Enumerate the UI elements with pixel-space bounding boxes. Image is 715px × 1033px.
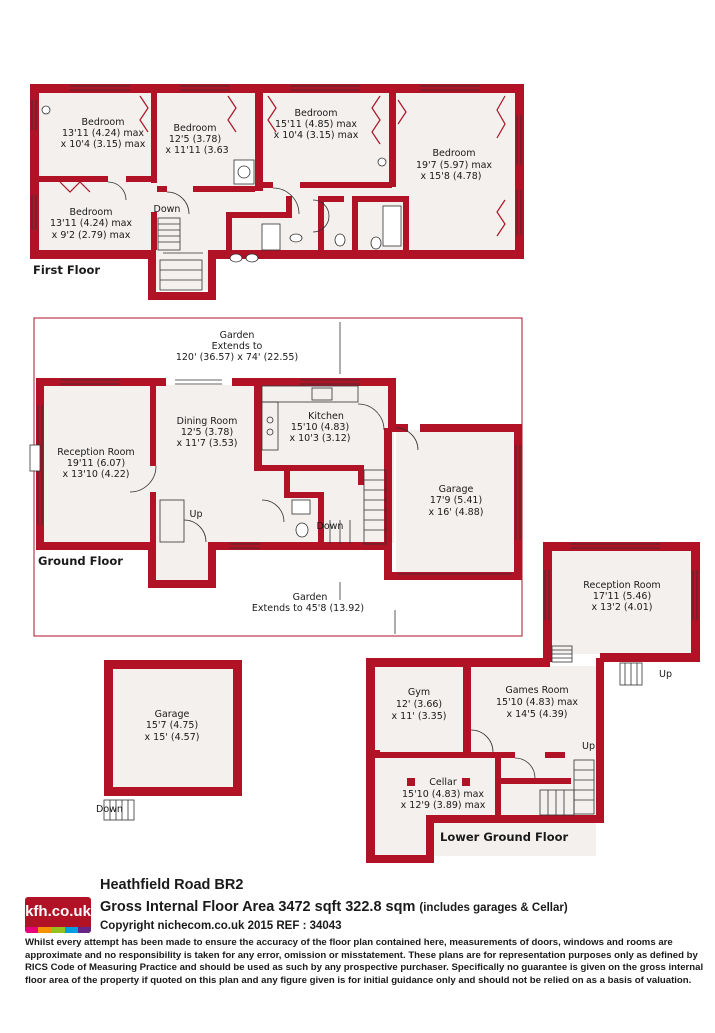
logo-stripe-2	[38, 927, 52, 933]
lg-games-dim1: 15'10 (4.83) max	[496, 697, 578, 708]
lower-ground-floor	[366, 542, 700, 863]
lg-cellar-name: Cellar	[429, 777, 457, 788]
ground-floor	[29, 317, 523, 637]
ob-down-label: Down	[96, 804, 123, 815]
gf-reception-dim1: 19'11 (6.07)	[67, 458, 125, 469]
floor-plan: Bedroom 13'11 (4.24) max x 10'4 (3.15) m…	[29, 84, 700, 863]
lg-reception-dim2: x 13'2 (4.01)	[592, 602, 653, 613]
logo-stripe-4	[64, 927, 78, 933]
logo-text: kfh.co.uk	[25, 903, 91, 920]
gross-area-note: (includes garages & Cellar)	[419, 902, 568, 914]
outbuilding-garage	[103, 660, 242, 821]
gf-kitchen-name: Kitchen	[308, 411, 344, 422]
gf-up-label: Up	[190, 509, 203, 520]
logo-stripe-5	[77, 927, 91, 933]
ff-bedroom-1-dim1: 13'11 (4.24) max	[62, 128, 144, 139]
lg-up-label-2: Up	[582, 741, 595, 752]
gf-garage-dim1: 17'9 (5.41)	[430, 495, 482, 506]
ff-down-label: Down	[154, 204, 181, 215]
ob-garage-name: Garage	[155, 709, 190, 720]
gf-kitchen-dim2: x 10'3 (3.12)	[290, 433, 351, 444]
property-address: Heathfield Road BR2	[100, 877, 244, 893]
kfh-logo: kfh.co.uk	[25, 897, 91, 933]
lg-gym-name: Gym	[408, 687, 430, 698]
garden-rear-line3: 120' (36.57) x 74' (22.55)	[176, 352, 298, 363]
garden-front-line1: Garden	[293, 592, 328, 603]
ff-bedroom-5-name: Bedroom	[70, 207, 113, 218]
ff-bedroom-3-dim1: 15'11 (4.85) max	[275, 119, 357, 130]
gf-reception-name: Reception Room	[57, 447, 134, 458]
first-floor-label: First Floor	[33, 263, 100, 277]
gf-dining-name: Dining Room	[177, 416, 238, 427]
garden-rear-line2: Extends to	[212, 341, 263, 352]
ff-bedroom-4-dim2: x 15'8 (4.78)	[421, 171, 482, 182]
lg-cellar-dim2: x 12'9 (3.89) max	[401, 800, 486, 811]
garden-front-line2: Extends to 45'8 (13.92)	[252, 603, 364, 614]
gf-garage-dim2: x 16' (4.88)	[429, 507, 484, 518]
lg-reception-name: Reception Room	[583, 580, 660, 591]
ff-bedroom-1-name: Bedroom	[82, 117, 125, 128]
ob-garage-dim2: x 15' (4.57)	[145, 732, 200, 743]
ground-floor-label: Ground Floor	[38, 554, 123, 568]
lg-gym-dim1: 12' (3.66)	[396, 699, 442, 710]
gf-down-label: Down	[317, 521, 344, 532]
ff-bedroom-4-name: Bedroom	[433, 148, 476, 159]
ff-bedroom-4-dim1: 19'7 (5.97) max	[416, 160, 492, 171]
lg-games-dim2: x 14'5 (4.39)	[507, 709, 568, 720]
ff-bedroom-5-dim2: x 9'2 (2.79) max	[52, 230, 131, 241]
ff-bedroom-2-name: Bedroom	[174, 123, 217, 134]
gf-dining-dim1: 12'5 (3.78)	[181, 427, 233, 438]
ff-bedroom-5-dim1: 13'11 (4.24) max	[50, 218, 132, 229]
logo-color-bar	[25, 927, 91, 933]
logo-stripe-1	[25, 927, 39, 933]
gf-reception-dim2: x 13'10 (4.22)	[62, 469, 129, 480]
ff-bedroom-2-dim1: 12'5 (3.78)	[169, 134, 221, 145]
gf-garage-name: Garage	[439, 484, 474, 495]
lg-gym-dim2: x 11' (3.35)	[392, 711, 447, 722]
garden-rear-line1: Garden	[220, 330, 255, 341]
gf-kitchen-dim1: 15'10 (4.83)	[291, 422, 349, 433]
lower-ground-floor-label: Lower Ground Floor	[440, 830, 569, 844]
lg-reception-dim1: 17'11 (5.46)	[593, 591, 651, 602]
ff-bedroom-1-dim2: x 10'4 (3.15) max	[61, 139, 146, 150]
gross-internal-area: Gross Internal Floor Area 3472 sqft 322.…	[100, 899, 568, 915]
ff-bedroom-2-dim2: x 11'11 (3.63	[165, 145, 228, 156]
gross-area-value: Gross Internal Floor Area 3472 sqft 322.…	[100, 899, 416, 915]
first-floor	[30, 84, 524, 300]
logo-stripe-3	[51, 927, 65, 933]
lg-games-name: Games Room	[505, 685, 568, 696]
lg-cellar-dim1: 15'10 (4.83) max	[402, 789, 484, 800]
ff-bedroom-3-name: Bedroom	[295, 108, 338, 119]
ob-garage-dim1: 15'7 (4.75)	[146, 720, 198, 731]
lg-up-label-1: Up	[659, 669, 672, 680]
disclaimer-text: Whilst every attempt has been made to en…	[25, 937, 704, 986]
ff-bedroom-3-dim2: x 10'4 (3.15) max	[274, 130, 359, 141]
copyright-text: Copyright nichecom.co.uk 2015 REF : 3404…	[100, 920, 342, 932]
gf-dining-dim2: x 11'7 (3.53)	[177, 438, 238, 449]
